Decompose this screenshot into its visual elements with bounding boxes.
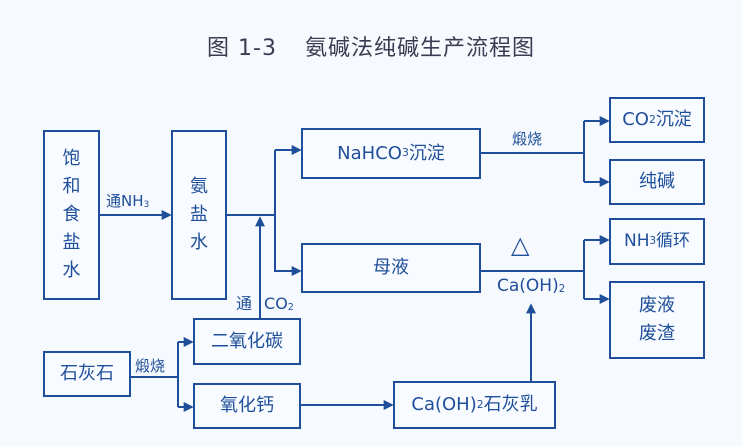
node-carbon-dioxide: 二氧化碳 [193,318,301,365]
title-text: 氨碱法纯碱生产流程图 [304,36,535,61]
subscript: 2 [648,112,656,126]
node-limestone: 石灰石 [43,351,131,397]
formula: Ca(OH) [411,394,477,416]
label: 氧化钙 [220,395,274,417]
label: 母液 [373,257,409,279]
char: 盐 [190,204,208,226]
char: 盐 [62,231,81,253]
label: 石灰石 [60,363,114,385]
char: 饱 [62,148,81,170]
text: 通NH [106,192,144,210]
char: 食 [62,204,81,226]
char: 氨 [190,176,208,198]
node-waste: 废液 废渣 [609,281,705,359]
label-calcine-nahco3: 煅烧 [512,130,543,148]
formula: CO [264,294,288,313]
label-caoh2: Ca(OH)2 [497,276,565,296]
line1: 废液 [639,295,675,317]
suffix: 循环 [655,231,690,252]
subscript: 3 [143,199,150,210]
formula: NaHCO [337,142,402,164]
subscript: 3 [649,235,656,247]
suffix: 石灰乳 [483,394,538,416]
formula: CO [622,109,649,131]
formula: NH [624,231,650,252]
label: 纯碱 [639,171,675,193]
node-saturated-brine: 饱 和 食 盐 水 [43,130,100,300]
char: 水 [190,231,208,253]
node-mother-liquor: 母液 [301,243,481,293]
line2: 废渣 [639,323,675,344]
prefix: 通 [236,294,253,313]
suffix: 沉淀 [408,142,445,164]
label-pass-co2: 通 CO2 [236,290,294,314]
heat-symbol: △ [511,231,530,259]
node-calcium-oxide: 氧化钙 [193,383,301,429]
diagram-title: 图 1-3 氨碱法纯碱生产流程图 [0,30,742,62]
subscript: 2 [476,397,484,411]
figure-number: 图 1-3 [207,36,277,61]
label-pass-nh3: 通NH3 [106,190,149,211]
label: 二氧化碳 [211,330,283,352]
suffix: 沉淀 [655,109,692,131]
char: 和 [62,176,81,198]
node-soda-ash: 纯碱 [609,159,705,205]
node-ammonia-brine: 氨 盐 水 [171,130,227,300]
char: 水 [62,259,81,281]
subscript: 2 [287,301,294,313]
label-calcine-limestone: 煅烧 [135,357,166,375]
formula: Ca(OH) [497,276,559,296]
subscript: 3 [401,146,409,160]
subscript: 2 [558,284,566,296]
